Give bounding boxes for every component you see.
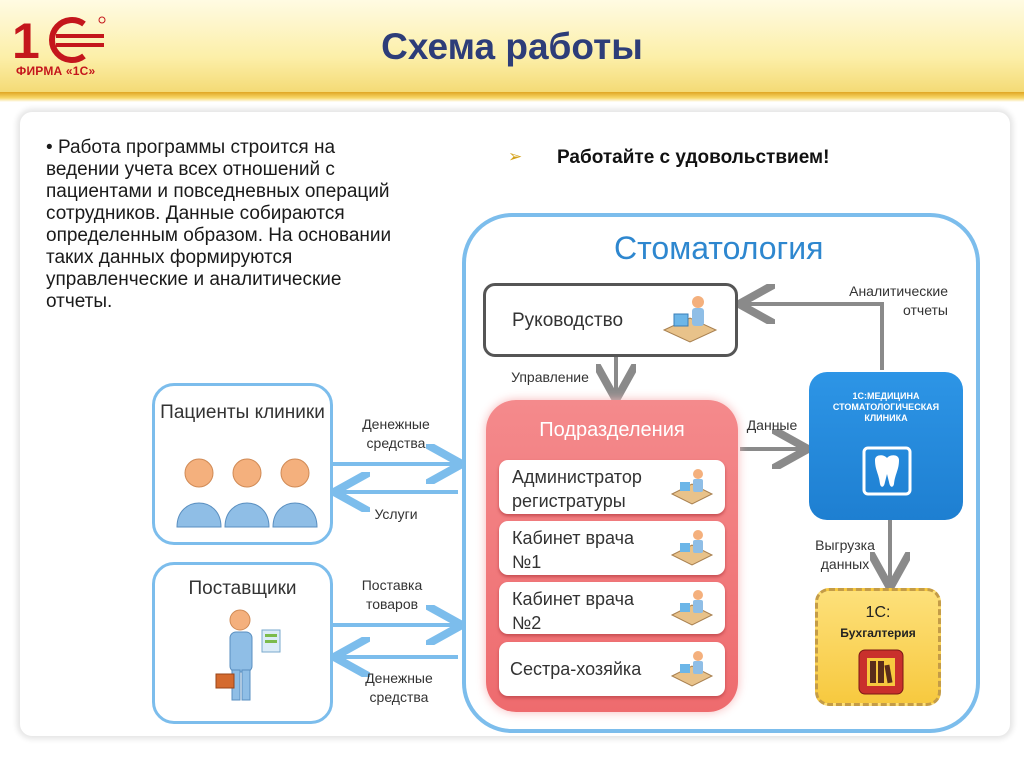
- bullet: •: [46, 137, 53, 158]
- management-label: Руководство: [512, 310, 624, 331]
- patients-label: Пациенты клиники: [160, 402, 325, 423]
- accounting-line1: 1С:: [865, 604, 891, 621]
- desk-worker-icon: [670, 651, 714, 687]
- intro-text: Работа программы строится на ведении уче…: [46, 137, 392, 312]
- dept-item-label: Сестра-хозяйка: [510, 659, 642, 679]
- dept-item-label: Кабинет врача №2: [512, 589, 635, 633]
- label-analytics: Аналитические отчеты: [849, 283, 948, 318]
- suppliers-label: Поставщики: [188, 578, 297, 599]
- logo-1c-icon: 1: [12, 14, 106, 64]
- label-goods-supply: Поставка товаров: [361, 577, 423, 612]
- dept-item-label: Кабинет врача №1: [512, 528, 635, 572]
- desk-worker-icon: [670, 530, 714, 566]
- label-export: Выгрузка данных: [815, 537, 875, 572]
- arrow-analytics: [743, 304, 884, 370]
- intro-paragraph: • Работа программы строится на ведении у…: [46, 137, 406, 313]
- label-money-in: Денежные средства: [362, 416, 430, 451]
- label-data: Данные: [746, 417, 798, 433]
- desk-worker-icon: [670, 590, 714, 626]
- system-title: Стоматология: [614, 230, 824, 266]
- desk-worker-icon: [670, 469, 714, 505]
- patients-people-icon: [176, 458, 318, 528]
- accounting-books-icon: [858, 649, 904, 695]
- label-money-out: Денежные средства: [365, 670, 433, 705]
- logo-caption: ФИРМА «1С»: [16, 64, 96, 78]
- management-desk-icon: [662, 296, 718, 343]
- dept-item-label: Администратор регистратуры: [512, 467, 642, 511]
- med-app-label: 1С:МЕДИЦИНА СТОМАТОЛОГИЧЕСКАЯ КЛИНИКА: [832, 391, 940, 423]
- slogan: Работайте с удовольствием!: [557, 147, 830, 168]
- header: [0, 0, 1024, 96]
- arrow-bullet-icon: ➢: [508, 147, 523, 166]
- svg-text:1: 1: [12, 14, 40, 64]
- supplier-person-icon: [215, 609, 281, 701]
- label-services: Услуги: [374, 506, 418, 522]
- page-title: Схема работы: [381, 26, 643, 67]
- departments-title: Подразделения: [539, 419, 685, 441]
- accounting-line2: Бухгалтерия: [840, 626, 916, 640]
- label-control: Управление: [511, 369, 589, 385]
- tooth-logo-icon: [862, 446, 912, 496]
- header-divider: [0, 92, 1024, 102]
